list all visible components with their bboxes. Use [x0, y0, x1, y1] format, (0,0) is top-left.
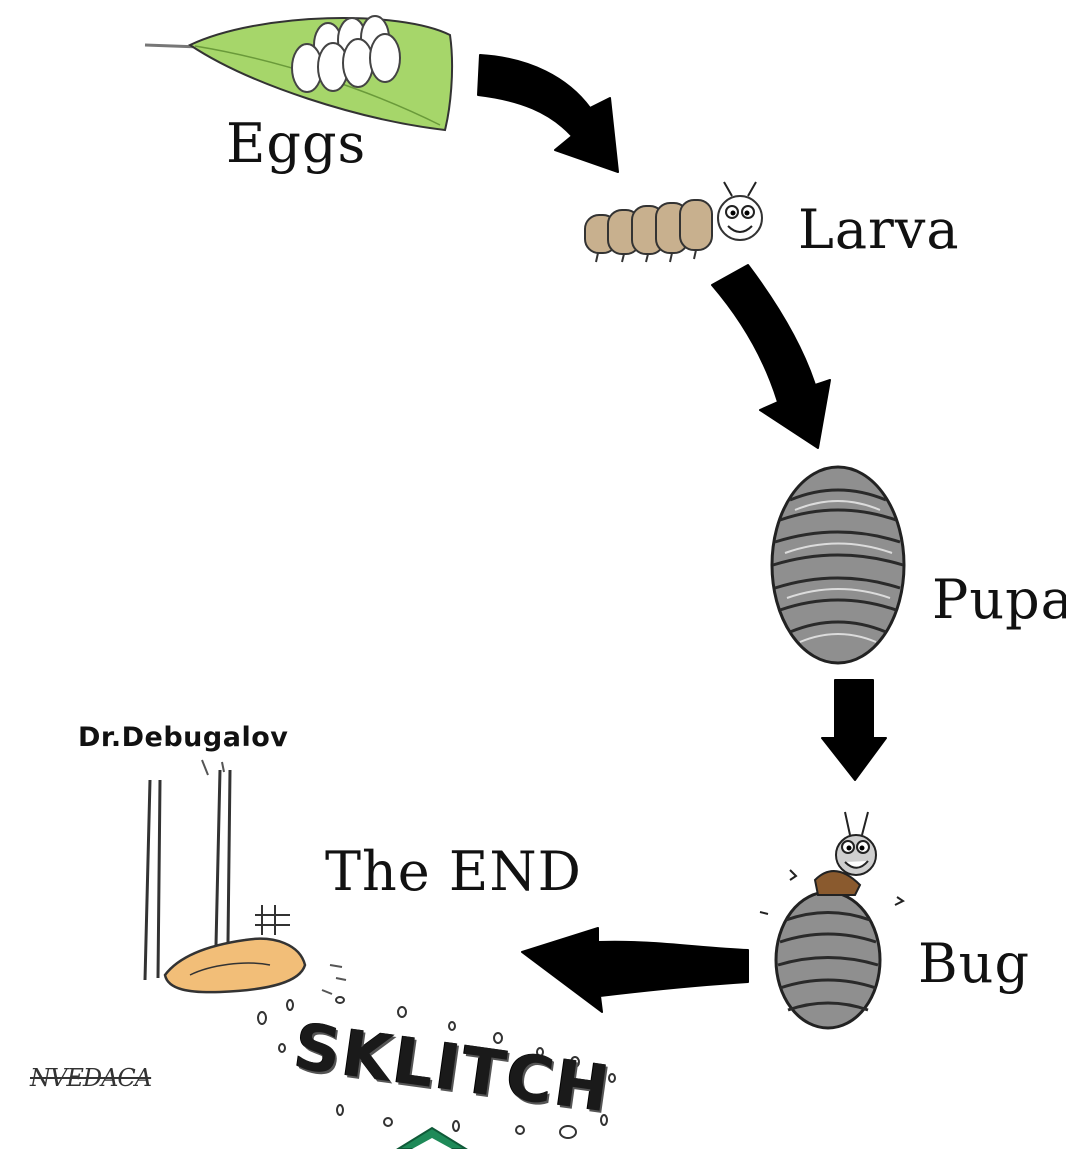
right-leg [216, 770, 230, 945]
pupa [772, 467, 904, 663]
larva [585, 182, 762, 262]
left-leg [145, 780, 160, 980]
stage-label-eggs: Eggs [226, 112, 366, 175]
boot-owner-label: Dr.Debugalov [78, 722, 288, 753]
artist-signature: NVEDACA [30, 1064, 151, 1092]
arrow-larva-to-pupa [712, 265, 830, 448]
boot [145, 760, 346, 994]
stage-label-larva: Larva [798, 198, 960, 261]
stage-label-end: The END [325, 840, 582, 903]
stage-label-pupa: Pupa [932, 568, 1066, 631]
bug-head [836, 835, 876, 875]
arrow-pupa-to-bug [822, 680, 886, 780]
stage-label-bug: Bug [918, 932, 1030, 995]
arrow-bug-to-end [522, 928, 748, 1012]
arrow-eggs-to-larva [478, 55, 618, 172]
shoe [165, 939, 305, 992]
larva-face [718, 196, 762, 240]
bug [760, 812, 903, 1028]
